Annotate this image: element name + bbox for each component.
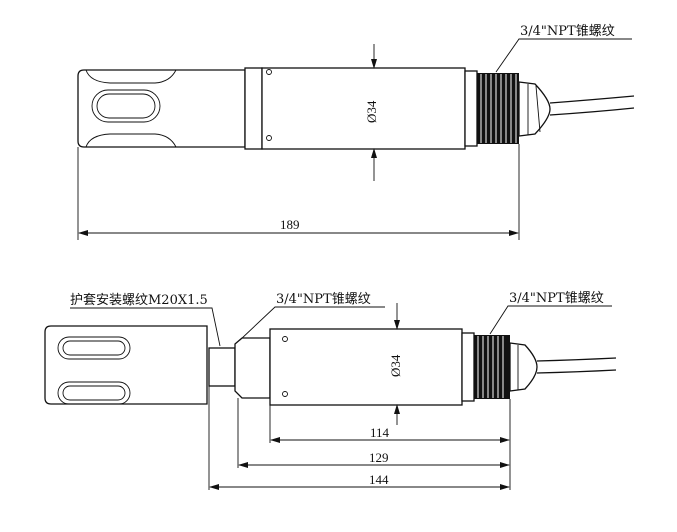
- top-sensor-view: Ø34 3/4"NPT锥螺纹 189: [77, 24, 635, 240]
- bottom-guard-slot-lower: [57, 381, 131, 405]
- bottom-body-screw-lower: [282, 391, 288, 397]
- bottom-guard-cap: [44, 325, 208, 405]
- bottom-cable-gland: [509, 342, 538, 392]
- bottom-main-body: [269, 328, 463, 406]
- bottom-sensor-view: Ø34 护套安装螺纹M20X1.5 3/4"NPT锥螺纹 3/4"NPT锥螺纹 …: [44, 291, 617, 490]
- top-body-screw-lower: [266, 135, 272, 141]
- top-guard-upper-notch: [85, 69, 177, 84]
- bottom-rear-thread-callout: 3/4"NPT锥螺纹: [509, 291, 604, 306]
- top-thread: [477, 73, 519, 144]
- bottom-length-129: 129: [369, 450, 389, 465]
- bottom-guard-thread-callout: 护套安装螺纹M20X1.5: [70, 292, 208, 308]
- top-guard-slot: [91, 89, 161, 123]
- bottom-length-144: 144: [369, 472, 389, 487]
- top-cable: [549, 95, 635, 116]
- bottom-guard-slot-upper: [57, 336, 131, 360]
- bottom-front-thread-callout: 3/4"NPT锥螺纹: [276, 292, 371, 307]
- top-guard-slot-inner: [96, 93, 156, 119]
- bottom-thread-ribs: [477, 336, 504, 398]
- top-thread-leader: [495, 38, 632, 73]
- top-guard-head: [77, 69, 246, 148]
- top-joint-ring: [244, 67, 263, 150]
- bottom-thread: [474, 335, 510, 399]
- top-length-label: 189: [280, 217, 300, 232]
- bottom-neck: [234, 337, 271, 399]
- top-thread-callout: 3/4"NPT锥螺纹: [520, 24, 615, 39]
- bottom-front-thread-leader: [239, 306, 385, 341]
- bottom-body-screw: [282, 336, 288, 342]
- top-thread-ribs: [480, 74, 517, 143]
- bottom-cable: [536, 357, 617, 374]
- top-cable-gland: [518, 81, 551, 137]
- bottom-guard-thread-stub: [208, 347, 236, 387]
- bottom-length-114: 114: [370, 425, 390, 440]
- bottom-diameter-label: Ø34: [388, 354, 403, 377]
- top-guard-lower-notch: [85, 133, 177, 148]
- bottom-collar: [461, 332, 475, 402]
- top-diameter-label: Ø34: [364, 100, 379, 123]
- top-body-screw: [266, 69, 272, 75]
- top-main-body: [261, 67, 466, 150]
- top-collar: [464, 70, 478, 147]
- bottom-guard-thread-leader: [70, 307, 221, 347]
- bottom-rear-thread-leader: [489, 305, 612, 335]
